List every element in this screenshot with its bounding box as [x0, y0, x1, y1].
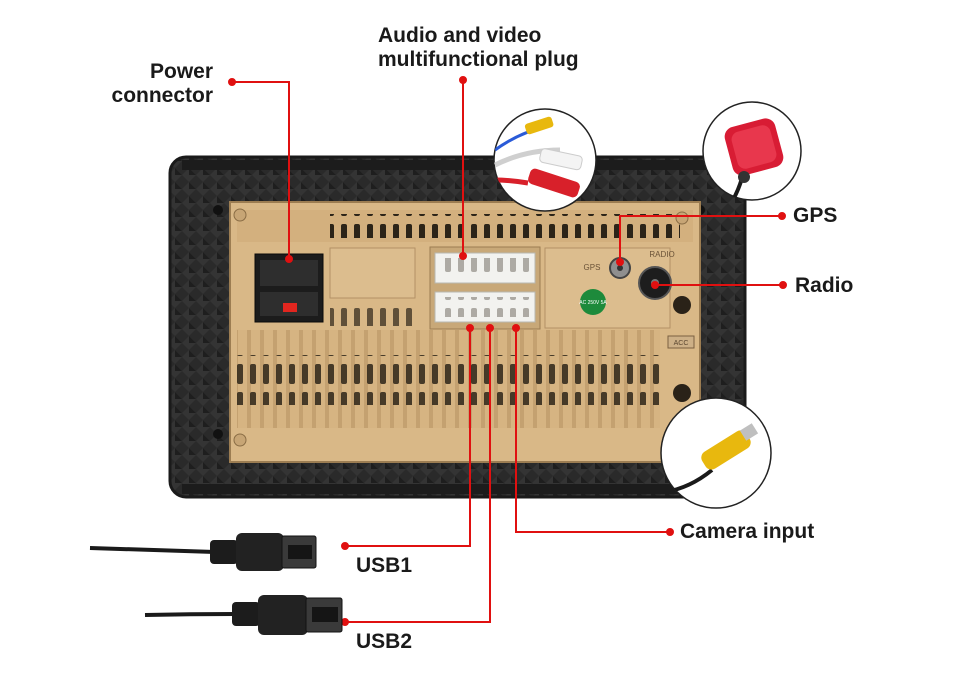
usb2-label: USB2 [356, 630, 413, 653]
av-multifunction-plug [429, 246, 541, 330]
usb-cable-icon [89, 533, 317, 571]
gps-antenna-icon [702, 101, 802, 201]
audio-video-plug-label-line1: Audio and video [378, 24, 542, 47]
usb-cable-icon-2 [144, 595, 343, 635]
gps-port-label: GPS [584, 263, 601, 272]
leader-lines [228, 76, 787, 626]
acc-port-label: ACC [674, 340, 689, 347]
radio-port-label: RADIO [649, 250, 674, 259]
gps-label: GPS [793, 204, 838, 227]
camera-input-label: Camera input [680, 520, 815, 543]
audio-video-plug-label-line2: multifunctional plug [378, 48, 579, 71]
back-board: ACC [229, 201, 701, 463]
usb1-label: USB1 [356, 554, 413, 577]
power-connector [254, 253, 324, 323]
fuse-sticker [580, 289, 606, 315]
power-connector-label-line1: Power [150, 60, 214, 83]
fuse-label: AC 250V 5A [579, 300, 607, 306]
fuse-icon [283, 303, 297, 312]
antenna-ports: GPS RADIO AC 250V 5A [579, 250, 675, 315]
audio-video-plug-label: Audio and video multifunctional plug [378, 24, 579, 72]
rca-plug-icon [493, 108, 597, 212]
radio-label: Radio [795, 274, 854, 297]
power-connector-label-line2: connector [111, 84, 214, 107]
power-connector-label: Power connector [112, 60, 214, 108]
camera-rca-icon [660, 397, 772, 509]
